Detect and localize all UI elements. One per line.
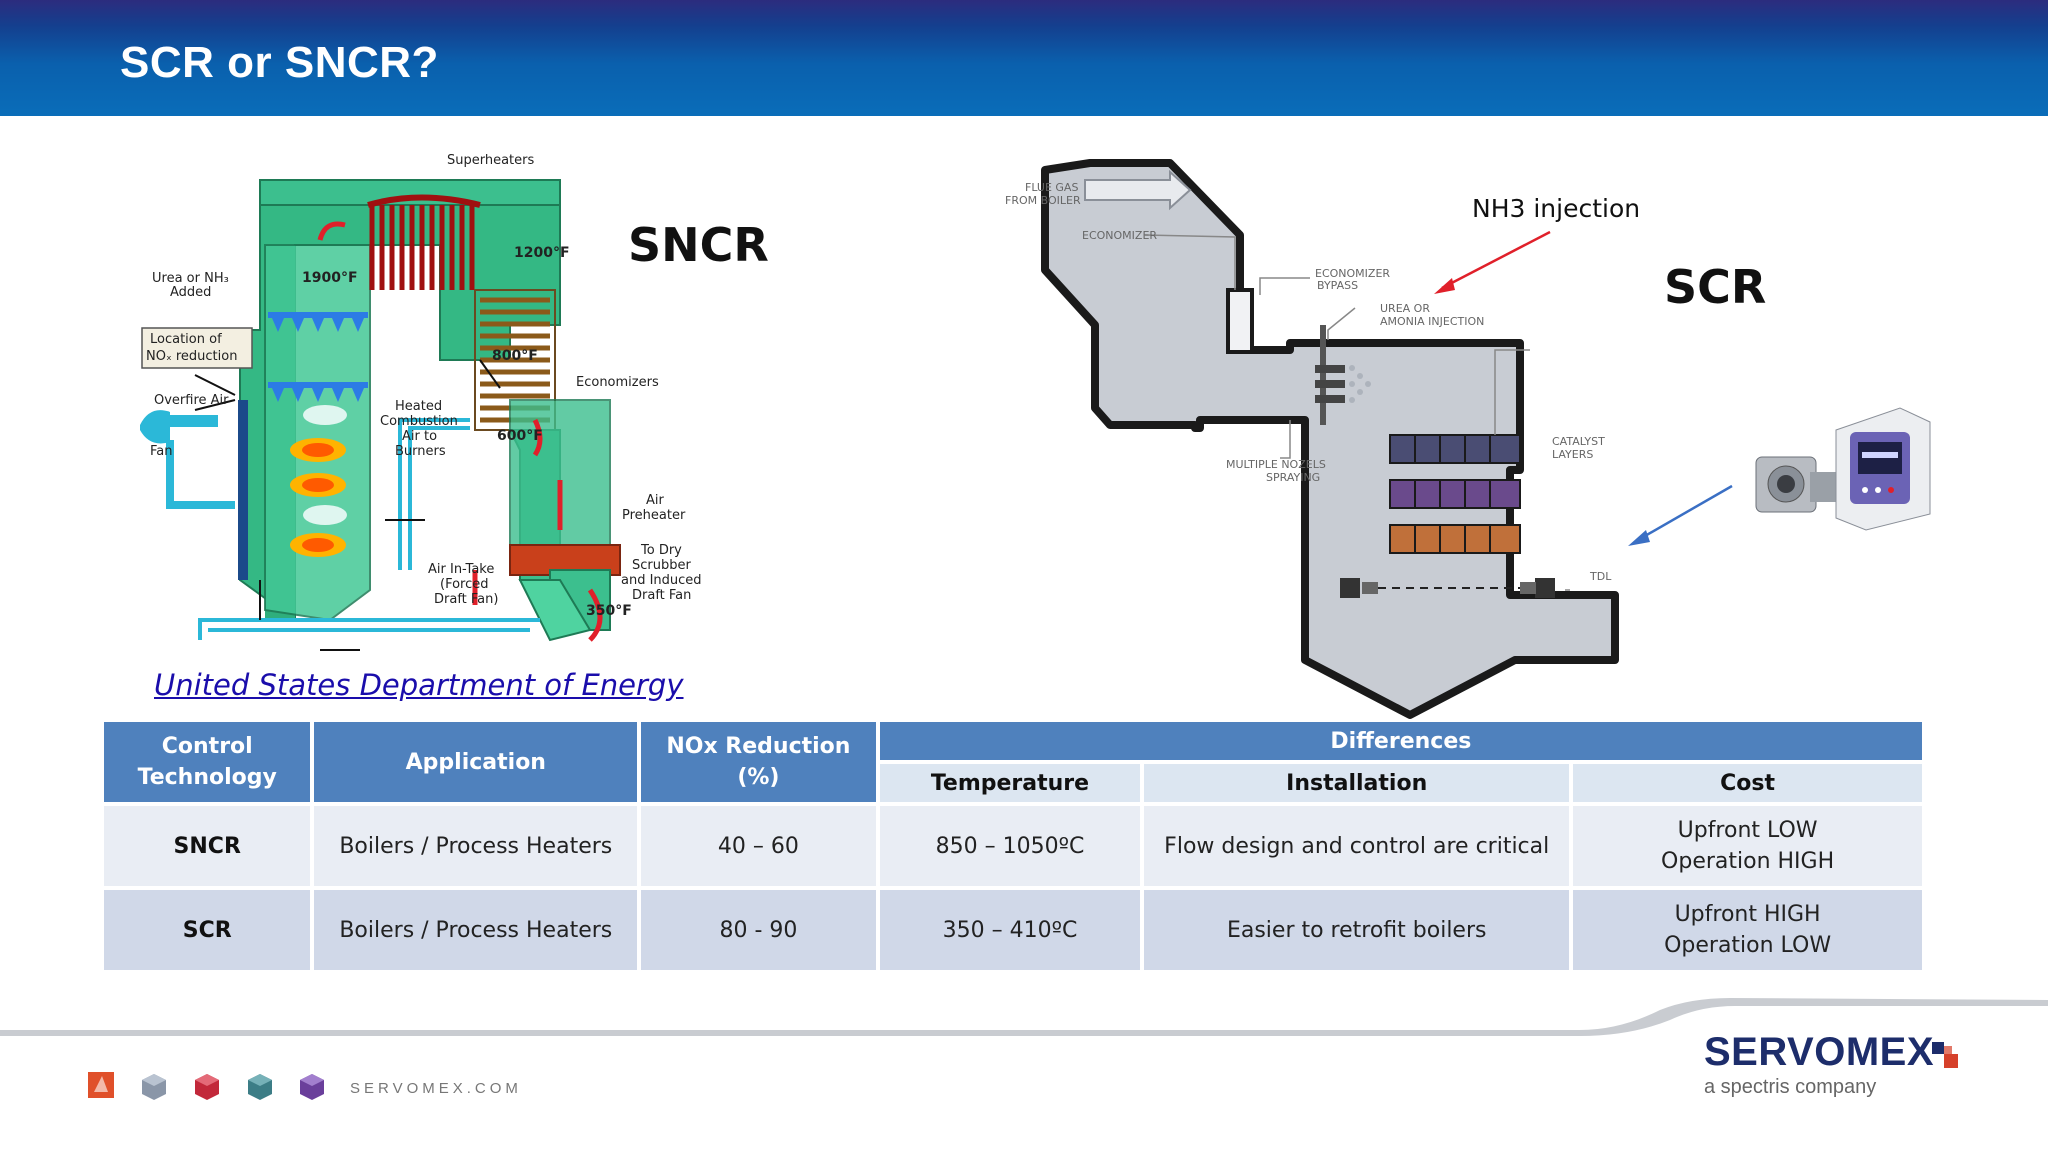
servomex-mark-icon	[1932, 1042, 1958, 1068]
cell-temperature: 350 – 410ºC	[879, 890, 1141, 970]
cell-application: Boilers / Process Heaters	[314, 890, 638, 970]
source-link[interactable]: United States Department of Energy	[154, 668, 684, 702]
cell-nox: 80 - 90	[641, 890, 876, 970]
label-350f: 350°F	[586, 603, 632, 619]
cost-upfront: Upfront LOW	[1677, 818, 1818, 843]
cell-cost: Upfront LOW Operation HIGH	[1573, 806, 1922, 886]
label-intake-2: (Forced	[440, 577, 489, 592]
label-urea-2: Added	[170, 285, 211, 300]
header-temperature: Temperature	[879, 764, 1141, 802]
header-control-technology: Control Technology	[104, 722, 311, 802]
cube-red-icon	[195, 1074, 219, 1100]
cell-nox: 40 – 60	[641, 806, 876, 886]
footer-swoosh	[0, 998, 2048, 1036]
label-urea-1: UREA OR	[1380, 302, 1430, 315]
label-catalyst-2: LAYERS	[1552, 448, 1593, 461]
cell-cost: Upfront HIGH Operation LOW	[1573, 890, 1922, 970]
cube-gray-icon	[142, 1074, 166, 1100]
label-fan: Fan	[150, 444, 173, 459]
label-urea-1: Urea or NH₃	[152, 271, 229, 286]
label-1200f: 1200°F	[514, 245, 570, 261]
label-heated-3: Air to	[402, 429, 437, 444]
logo-flame-icon	[88, 1072, 114, 1098]
label-overfire-air: Overfire Air	[154, 393, 229, 408]
cell-installation: Easier to retrofit boilers	[1144, 890, 1570, 970]
header-application: Application	[314, 722, 638, 802]
scr-label: SCR	[1664, 260, 1767, 314]
title-bar	[0, 0, 2048, 116]
servomex-tagline: a spectris company	[1704, 1076, 1877, 1098]
label-scrub-1: To Dry	[640, 543, 682, 558]
label-scrub-4: Draft Fan	[632, 588, 691, 603]
page-title: SCR or SNCR?	[120, 38, 439, 87]
cube-teal-icon	[248, 1074, 272, 1100]
label-economizers: Economizers	[576, 375, 659, 390]
sncr-boiler-diagram: Superheaters 1200°F 1900°F Urea or NH₃ A…	[140, 153, 702, 651]
label-intake-1: Air In-Take	[428, 562, 494, 577]
label-location-2: NOₓ reduction	[146, 349, 237, 364]
blue-arrow-icon	[1628, 484, 1733, 546]
cost-operation: Operation LOW	[1664, 933, 1832, 958]
label-flue-2: FROM BOILER	[1005, 194, 1081, 207]
label-flue-1: FLUE GAS	[1025, 181, 1078, 194]
label-urea-2: AMONIA INJECTION	[1380, 315, 1484, 328]
header-installation: Installation	[1144, 764, 1570, 802]
label-air-2: Preheater	[622, 508, 686, 523]
cube-purple-icon	[300, 1074, 324, 1100]
label-scrub-2: Scrubber	[632, 558, 691, 573]
table-row: SNCR Boilers / Process Heaters 40 – 60 8…	[104, 806, 1922, 886]
label-superheaters: Superheaters	[447, 153, 535, 168]
label-1900f: 1900°F	[302, 270, 358, 286]
table-row: SCR Boilers / Process Heaters 80 - 90 35…	[104, 890, 1922, 970]
label-economizer: ECONOMIZER	[1082, 229, 1157, 242]
cell-installation: Flow design and control are critical	[1144, 806, 1570, 886]
label-600f: 600°F	[497, 428, 543, 444]
header-cost: Cost	[1573, 764, 1922, 802]
sncr-label: SNCR	[628, 218, 769, 272]
analyzer-device	[1755, 407, 1931, 531]
label-catalyst-1: CATALYST	[1552, 435, 1605, 448]
label-800f: 800°F	[492, 348, 538, 364]
cell-tech: SNCR	[104, 806, 311, 886]
label-heated-1: Heated	[395, 399, 442, 414]
scr-schematic: FLUE GAS FROM BOILER ECONOMIZER ECONOMIZ…	[1005, 159, 1619, 719]
cell-temperature: 850 – 1050ºC	[879, 806, 1141, 886]
label-air-1: Air	[646, 493, 665, 508]
label-heated-4: Burners	[395, 444, 446, 459]
label-scrub-3: and Induced	[621, 573, 702, 588]
cost-upfront: Upfront HIGH	[1674, 902, 1821, 927]
label-tdl: TDL	[1589, 570, 1612, 583]
comparison-table: Control Technology Application NOx Reduc…	[100, 718, 1926, 974]
label-location-1: Location of	[150, 332, 222, 347]
header-nox-reduction: NOx Reduction (%)	[641, 722, 876, 802]
cell-application: Boilers / Process Heaters	[314, 806, 638, 886]
label-heated-2: Combustion	[380, 414, 458, 429]
label-bypass-2: BYPASS	[1317, 279, 1358, 292]
label-bypass-1: ECONOMIZER	[1315, 267, 1390, 280]
red-arrow-icon	[1434, 230, 1551, 294]
label-nozzle-2: SPRAYING	[1266, 471, 1320, 484]
cost-operation: Operation HIGH	[1661, 849, 1835, 874]
label-nozzle-1: MULTIPLE NOZELS	[1226, 458, 1326, 471]
servomex-logo: SERVOMEX	[1704, 1030, 1934, 1074]
cell-tech: SCR	[104, 890, 311, 970]
label-intake-3: Draft Fan)	[434, 592, 498, 607]
footer-url[interactable]: SERVOMEX.COM	[350, 1080, 522, 1097]
product-icons	[88, 1072, 324, 1100]
header-differences: Differences	[879, 722, 1922, 760]
nh3-injection-label: NH3 injection	[1472, 194, 1641, 223]
